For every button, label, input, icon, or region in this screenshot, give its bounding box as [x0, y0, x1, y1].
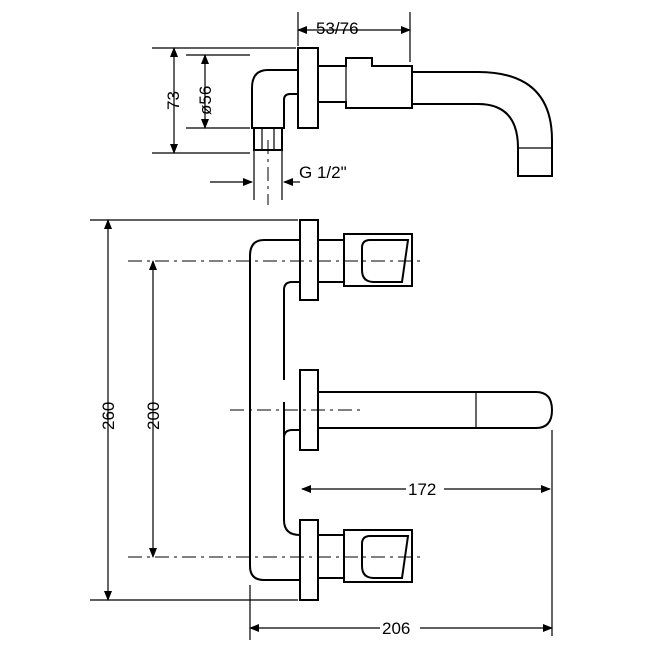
side-spout — [412, 71, 553, 177]
dim-spout-projection: 172 — [408, 480, 436, 499]
dim-thread: G 1/2" — [299, 163, 347, 182]
dim-total-height: 260 — [99, 402, 118, 430]
front-pipe-outer — [249, 239, 300, 581]
side-flange — [297, 47, 319, 129]
side-view: 53/76 73 ø56 G 1/2" — [152, 12, 553, 205]
front-flange-bottom — [299, 519, 319, 601]
front-flange-top — [299, 219, 319, 301]
front-view: 260 200 172 206 — [90, 219, 554, 640]
front-pipe-inner — [283, 281, 300, 380]
dim-top-width: 53/76 — [316, 19, 359, 38]
front-handle-top — [343, 233, 413, 287]
dim-diameter: ø56 — [196, 86, 215, 115]
front-handle-bottom — [343, 529, 413, 583]
dim-axis-spacing: 200 — [144, 402, 163, 430]
side-elbow — [251, 69, 298, 129]
dim-total-width: 206 — [382, 619, 410, 638]
front-spout — [318, 391, 554, 429]
dim-side-height: 73 — [164, 91, 183, 110]
